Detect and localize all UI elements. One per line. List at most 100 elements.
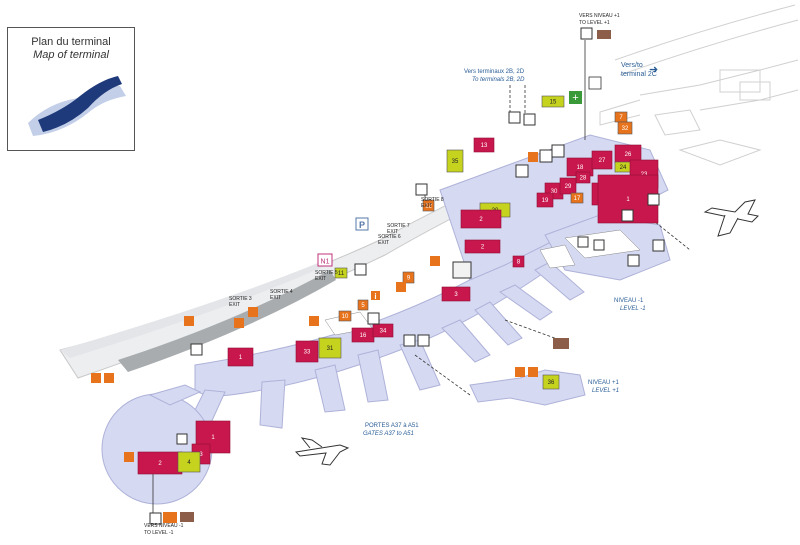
nursery-icon[interactable]: [124, 452, 134, 462]
security-icon-2[interactable]: [452, 261, 472, 279]
unit-label: 15: [550, 100, 557, 106]
elevator-icon-3[interactable]: [176, 433, 188, 445]
unit-17[interactable]: [570, 192, 584, 204]
background-buildings: [599, 4, 799, 166]
lounge-icon-top[interactable]: [597, 30, 611, 39]
niveau-m1-en: LEVEL -1: [620, 306, 646, 312]
escalator-icon-12[interactable]: [647, 193, 660, 206]
parking-icon[interactable]: [355, 217, 369, 231]
toilets-icon-left[interactable]: [104, 373, 114, 383]
icons-layer: + P N1 i: [91, 27, 665, 525]
vers-niveau-up-fr: VERS NIVEAU +1: [579, 13, 620, 19]
metro-label: N1: [321, 259, 330, 266]
elevator-icon-1[interactable]: [190, 343, 203, 356]
unit-10[interactable]: [338, 310, 352, 322]
escalator-icon-8[interactable]: [593, 239, 605, 251]
arrow-right-icon: ➜: [649, 64, 658, 76]
unit-label: 34: [380, 329, 387, 335]
elevator-icon-top[interactable]: [580, 27, 593, 40]
metro-icon[interactable]: [317, 253, 333, 267]
escalator-icon-5[interactable]: [551, 144, 565, 158]
unit-19[interactable]: [536, 192, 554, 208]
unit-35[interactable]: [446, 149, 464, 173]
service-icon-1[interactable]: [184, 316, 194, 326]
unit-32[interactable]: [617, 121, 633, 135]
unit-1[interactable]: [227, 347, 254, 367]
unit-9[interactable]: [402, 271, 415, 284]
exit-4-fr: SORTIE 4: [270, 289, 293, 295]
service-icon-5[interactable]: [430, 256, 440, 266]
vers-2b-fr: Vers terminaux 2B, 2D: [464, 69, 525, 75]
units-layer: 1335151211920228310516343133173218272628…: [137, 95, 659, 475]
service-icon-9[interactable]: [396, 282, 406, 292]
unit-27[interactable]: [591, 150, 613, 170]
unit-29[interactable]: [559, 177, 577, 195]
vers-2c-en: terminal 2C: [621, 71, 657, 78]
inset-title-fr: Plan du terminal: [31, 36, 111, 48]
escalator-icon-6[interactable]: [515, 164, 529, 178]
first-aid-icon[interactable]: [569, 91, 582, 104]
unit-4[interactable]: [177, 451, 201, 473]
unit-label: 13: [481, 143, 488, 149]
exit-7-en: EXIT: [387, 229, 398, 235]
unit-12[interactable]: [422, 199, 435, 212]
exit-7-fr: SORTIE 7: [387, 223, 410, 229]
service-icon-8[interactable]: [528, 367, 538, 377]
service-icon-2[interactable]: [234, 318, 244, 328]
service-icon-3[interactable]: [248, 307, 258, 317]
lounge-icon-bottom[interactable]: [180, 512, 194, 522]
bus-icon[interactable]: [588, 76, 602, 90]
elevator-icon-2[interactable]: [417, 334, 430, 347]
escalator-icon-11[interactable]: [621, 209, 634, 222]
unit-2[interactable]: [464, 239, 501, 254]
toilets-icon-bottom[interactable]: [163, 512, 177, 523]
unit-label: 33: [304, 350, 311, 356]
unit-label: 16: [360, 333, 367, 339]
inset-shape: [28, 76, 126, 136]
unit-label: 32: [622, 126, 629, 132]
elevator-icon-5[interactable]: [354, 263, 367, 276]
escalator-icon-bottom[interactable]: [149, 512, 162, 525]
exit-6-en: EXIT: [378, 240, 389, 246]
unit-36[interactable]: [542, 374, 560, 390]
escalator-icon-10[interactable]: [627, 254, 640, 267]
unit-label: 19: [542, 198, 549, 204]
service-icon-7[interactable]: [515, 367, 525, 377]
security-icon[interactable]: [367, 312, 380, 325]
unit-33[interactable]: [295, 340, 319, 363]
unit-label: 2: [158, 461, 162, 467]
unit-15[interactable]: [541, 95, 565, 108]
escalator-icon-left[interactable]: [91, 373, 101, 383]
unit-31[interactable]: [318, 337, 342, 359]
unit-28[interactable]: [575, 171, 591, 184]
info-glyph: i: [374, 292, 376, 301]
info-icon[interactable]: [371, 291, 380, 300]
exit-8-fr: SORTIE 8: [421, 197, 444, 203]
unit-label: 18: [577, 165, 584, 171]
escalator-icon-7[interactable]: [577, 236, 589, 248]
unit-3[interactable]: [441, 286, 471, 302]
unit-11[interactable]: [334, 267, 348, 279]
unit-label: 29: [565, 184, 572, 190]
unit-label: 9: [407, 276, 411, 282]
niveau-p1-fr: NIVEAU +1: [588, 380, 620, 386]
escalator-icon-9[interactable]: [652, 239, 665, 252]
vers-2c-fr: Vers/to: [621, 62, 643, 69]
lounge-icon-satellite[interactable]: [553, 338, 569, 349]
unit-5[interactable]: [357, 299, 369, 311]
service-icon-4[interactable]: [309, 316, 319, 326]
unit-label: 3: [454, 292, 458, 298]
unit-8[interactable]: [512, 255, 525, 268]
escalator-icon-3[interactable]: [508, 111, 521, 124]
bus-stop-icon[interactable]: [415, 183, 428, 196]
unit-2[interactable]: [460, 209, 502, 229]
escalator-icon-2[interactable]: [403, 334, 416, 347]
unit-34[interactable]: [372, 323, 394, 338]
unit-13[interactable]: [473, 137, 495, 153]
unit-label: 35: [452, 159, 459, 165]
elevator-icon-4[interactable]: [523, 113, 536, 126]
escalator-icon-4[interactable]: [539, 149, 553, 163]
service-icon-6[interactable]: [528, 152, 538, 162]
